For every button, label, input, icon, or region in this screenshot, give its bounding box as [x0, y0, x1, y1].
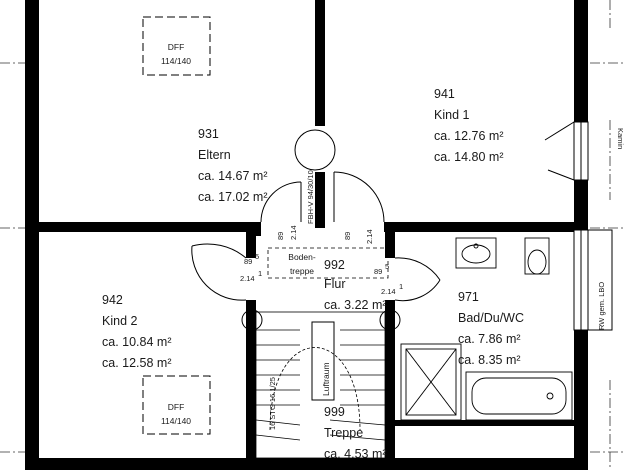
- right-windows: [573, 121, 613, 331]
- bodentreppe-line1: Boden-: [288, 252, 316, 262]
- staircase: [255, 311, 386, 459]
- kind2-name: Kind 2: [102, 314, 137, 328]
- dim-vert-upper-left: 89: [276, 232, 285, 240]
- dim-right-width: 89: [374, 267, 382, 276]
- room-kind1: 941 Kind 1 ca. 12.76 m² ca. 14.80 m²: [434, 87, 503, 164]
- room-flur: 992 Flur ca. 3.22 m²: [324, 258, 387, 312]
- dim-vert-upper-right-h: 2.14: [365, 229, 374, 244]
- bodentreppe-line2: treppe: [290, 266, 314, 276]
- kind1-number: 941: [434, 87, 455, 101]
- kind1-area-net: ca. 12.76 m²: [434, 129, 503, 143]
- bodentreppe: Boden- treppe: [267, 247, 389, 279]
- dff-skylight-bottom: DFF 114/140: [142, 375, 211, 435]
- treppe-area: ca. 4.53 m²: [324, 447, 387, 461]
- eltern-area-net: ca. 14.67 m²: [198, 169, 267, 183]
- eltern-area-gross: ca. 17.02 m²: [198, 190, 267, 204]
- rw-note: RW gem. LBO: [597, 282, 606, 330]
- door-dimensions: 89 5 2.14 1 89 5 2.14 1 89 2.14 89 2.14: [240, 225, 403, 296]
- interior-walls: [25, 0, 588, 470]
- kind2-area-net: ca. 10.84 m²: [102, 335, 171, 349]
- kind1-area-gross: ca. 14.80 m²: [434, 150, 503, 164]
- bathroom-fixtures: [400, 237, 573, 421]
- kind2-area-gross: ca. 12.58 m²: [102, 356, 171, 370]
- room-bad: 971 Bad/Du/WC ca. 7.86 m² ca. 8.35 m²: [458, 290, 524, 367]
- dff-bottom-size: 114/140: [161, 416, 191, 426]
- bad-number: 971: [458, 290, 479, 304]
- flur-number: 992: [324, 258, 345, 272]
- dff-bottom-type: DFF: [168, 402, 185, 412]
- dim-left-height: 2.14: [240, 274, 255, 283]
- bad-name: Bad/Du/WC: [458, 311, 524, 325]
- wall-note: FBH-V 94/30/10: [306, 170, 315, 224]
- eltern-number: 931: [198, 127, 219, 141]
- flur-name: Flur: [324, 277, 346, 291]
- dim-right-height-sup: 1: [399, 282, 403, 291]
- dff-top-type: DFF: [168, 42, 185, 52]
- room-kind2: 942 Kind 2 ca. 10.84 m² ca. 12.58 m²: [102, 293, 171, 370]
- dim-vert-upper-right: 89: [343, 232, 352, 240]
- dim-right-height: 2.14: [381, 287, 396, 296]
- luftraum-label: Luftraum: [321, 362, 331, 396]
- kind1-name: Kind 1: [434, 108, 469, 122]
- treppe-name: Treppe: [324, 426, 363, 440]
- dff-top-size: 114/140: [161, 56, 191, 66]
- dim-right-width-sup: 5: [385, 262, 389, 271]
- dim-vert-upper-left-h: 2.14: [289, 225, 298, 240]
- bad-area-gross: ca. 8.35 m²: [458, 353, 521, 367]
- bad-area-net: ca. 7.86 m²: [458, 332, 521, 346]
- treppe-number: 999: [324, 405, 345, 419]
- dff-skylight-top: DFF 114/140: [142, 16, 211, 76]
- dim-left-width: 89: [244, 257, 252, 266]
- dim-left-width-sup: 5: [255, 252, 259, 261]
- chimney-label: Kamin: [616, 128, 625, 149]
- stair-annotation: 16 STG 16.1/25: [268, 377, 277, 430]
- kind2-number: 942: [102, 293, 123, 307]
- eltern-name: Eltern: [198, 148, 231, 162]
- door-swings: [191, 121, 575, 331]
- room-eltern: 931 Eltern ca. 14.67 m² ca. 17.02 m²: [198, 127, 267, 204]
- dim-left-height-sup: 1: [258, 269, 262, 278]
- room-treppe: 999 Treppe ca. 4.53 m²: [324, 405, 387, 461]
- outer-walls: [25, 0, 588, 470]
- flur-area: ca. 3.22 m²: [324, 298, 387, 312]
